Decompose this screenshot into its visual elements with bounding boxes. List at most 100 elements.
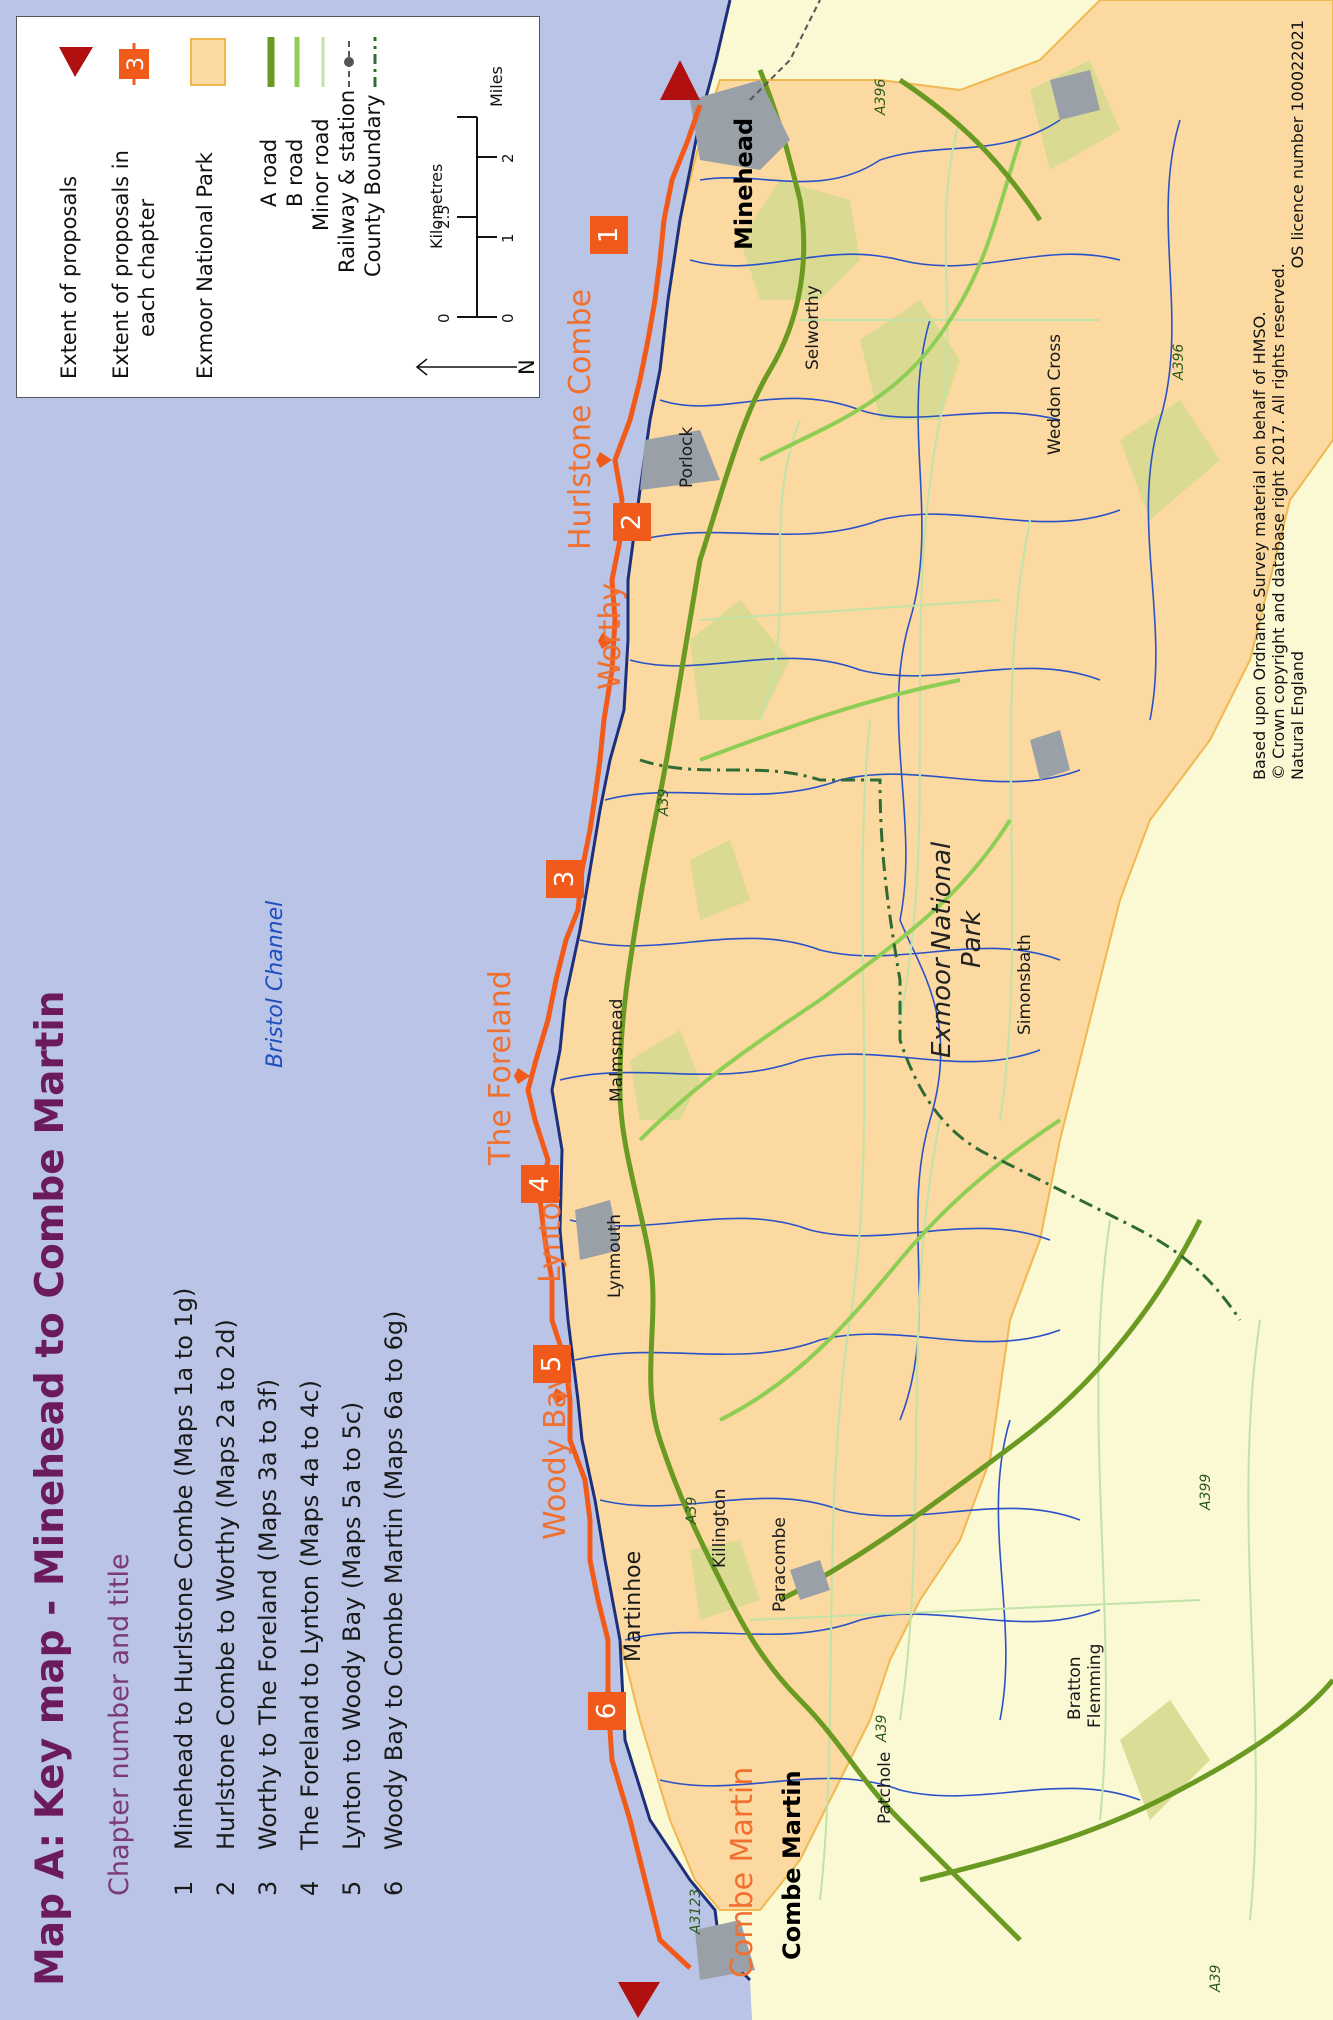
- chapter-title: Minehead to Hurlstone Combe (Maps 1a to …: [170, 1287, 198, 1850]
- place-lynmouth: Lynmouth: [605, 1214, 625, 1298]
- legend-railway-label: Railway & station: [335, 89, 359, 273]
- extent-marker-east: [660, 60, 700, 100]
- chapter-badge-1: 1: [590, 216, 628, 254]
- legend-park-swatch: [190, 38, 226, 86]
- chapter-item-1: 1 Minehead to Hurlstone Combe (Maps 1a to…: [170, 1288, 198, 1896]
- park-label-line2: Park: [957, 910, 987, 968]
- legend-chapter-extent-icon: [119, 43, 149, 85]
- place-martinhoe: Martinhoe: [621, 1551, 646, 1662]
- chapter-badge-4: 4: [521, 1165, 559, 1203]
- road-label-a39-east: A39: [656, 789, 672, 817]
- chapter-title: The Foreland to Lynton (Maps 4a to 4c): [296, 1380, 324, 1850]
- chapter-item-3: 3 Worthy to The Foreland (Maps 3a to 3f): [254, 1379, 282, 1896]
- credit-line-2: © Crown copyright and database right 201…: [1269, 263, 1288, 780]
- extent-marker-west: [618, 1982, 660, 2018]
- chapter-number: 1: [170, 1880, 198, 1896]
- road-label-a39-lynton: A39: [684, 1497, 700, 1525]
- chapter-heading: Chapter number and title: [104, 1553, 135, 1896]
- section-label-worthy: Worthy: [593, 583, 628, 690]
- chapter-number: 4: [296, 1880, 324, 1896]
- credit-licence: OS licence number 100022021: [1288, 20, 1307, 269]
- section-label-hurlstone: Hurlstone Combe: [563, 289, 598, 550]
- chapter-badge-5: 5: [533, 1345, 571, 1383]
- legend-miles-1: 1: [499, 233, 517, 243]
- credit-line-1: Based upon Ordnance Survey material on b…: [1250, 311, 1269, 780]
- place-minehead: Minehead: [730, 118, 758, 250]
- place-malmsmead: Malmsmead: [607, 999, 627, 1102]
- section-marker-foreland: [514, 1068, 530, 1084]
- chapter-title: Lynton to Woody Bay (Maps 5a to 5c): [338, 1401, 366, 1850]
- place-combe-martin: Combe Martin: [778, 1770, 806, 1960]
- chapter-title: Woody Bay to Combe Martin (Maps 6a to 6g…: [380, 1310, 408, 1850]
- b-roads: [638, 139, 1062, 1422]
- place-selworthy: Selworthy: [803, 285, 823, 370]
- legend-symbols: 3: [59, 37, 517, 376]
- legend-extent-badge-text: 3: [124, 57, 149, 71]
- county-boundary: [639, 758, 1242, 1321]
- map-title: Map A: Key map - Minehead to Combe Marti…: [28, 990, 73, 1986]
- legend-km-25: 2.5: [435, 205, 453, 229]
- place-killington: Killington: [710, 1489, 730, 1568]
- park-label-line1: Exmoor National: [927, 841, 957, 1058]
- section-label-combe-martin: Combe Martin: [725, 1767, 760, 1978]
- legend-extent-icon: [59, 47, 93, 77]
- section-label-woody-bay: Woody Bay: [538, 1372, 573, 1540]
- legend-north-arrow: [415, 358, 517, 376]
- chapter-number: 5: [338, 1880, 366, 1896]
- legend-b-road-label: B road: [283, 138, 307, 207]
- road-label-a39-south: A39: [1208, 1965, 1224, 1993]
- place-paracombe: Paracombe: [770, 1517, 790, 1612]
- legend-park-label: Exmoor National Park: [193, 152, 217, 379]
- chapter-item-2: 2 Hurlstone Combe to Worthy (Maps 2a to 2…: [212, 1319, 240, 1896]
- chapter-badge-6: 6: [588, 1692, 626, 1730]
- place-simonsbath: Simonsbath: [1015, 934, 1035, 1035]
- legend-scale-bar: [457, 116, 497, 318]
- place-patchole: Patchole: [875, 1752, 895, 1824]
- legend-north-label: N: [515, 359, 539, 375]
- road-label-a396-north: A396: [873, 79, 889, 116]
- road-label-a39-west: A39: [874, 1715, 890, 1743]
- legend: 3 Extent of proposals Extent of proposal…: [16, 16, 540, 398]
- chapter-badge-2: 2: [613, 503, 651, 541]
- section-marker-worthy: [598, 633, 614, 649]
- sea-label: Bristol Channel: [263, 901, 288, 1068]
- a-roads: [617, 69, 1333, 1942]
- railway-line: [749, 0, 821, 101]
- chapter-item-4: 4 The Foreland to Lynton (Maps 4a to 4c): [296, 1380, 324, 1896]
- chapter-number: 2: [212, 1880, 240, 1896]
- place-bratton-flemming: Flemming: [1085, 1644, 1105, 1728]
- legend-chapter-extent-label-2: each chapter: [135, 198, 159, 337]
- place-bratton: Bratton: [1065, 1656, 1085, 1720]
- coast-path-route: [525, 104, 703, 1970]
- credit-natural-england: Natural England: [1288, 650, 1307, 780]
- chapter-title: Worthy to The Foreland (Maps 3a to 3f): [254, 1378, 282, 1850]
- minor-roads: [699, 119, 1261, 1921]
- legend-chapter-extent-label-1: Extent of proposals in: [109, 150, 133, 379]
- chapter-item-6: 6 Woody Bay to Combe Martin (Maps 6a to 6…: [380, 1311, 408, 1896]
- chapter-number: 3: [254, 1880, 282, 1896]
- chapter-number: 6: [380, 1880, 408, 1896]
- place-weddon-cross: Weddon Cross: [1045, 334, 1065, 455]
- credit-line-3: Natural England OS licence number 1000220…: [1288, 20, 1307, 780]
- chapter-title: Hurlstone Combe to Worthy (Maps 2a to 2d…: [212, 1319, 240, 1850]
- section-label-foreland: The Foreland: [483, 970, 518, 1166]
- place-porlock: Porlock: [677, 426, 697, 488]
- legend-miles-2: 2: [499, 153, 517, 163]
- legend-miles-label: Miles: [487, 66, 506, 107]
- chapter-badge-3: 3: [546, 860, 584, 898]
- legend-minor-road-label: Minor road: [309, 118, 333, 231]
- road-label-a3123: A3123: [688, 1889, 704, 1935]
- legend-extent-label: Extent of proposals: [57, 175, 81, 379]
- legend-county-label: County Boundary: [361, 94, 385, 277]
- legend-a-road-label: A road: [257, 138, 281, 207]
- section-marker-hurlstone: [596, 452, 612, 468]
- legend-miles-0: 0: [499, 313, 517, 323]
- town-areas: [575, 70, 1100, 1980]
- copyright-credit: Based upon Ordnance Survey material on b…: [1250, 20, 1307, 780]
- section-marker-woody-bay: [552, 1388, 568, 1404]
- road-label-a396-south: A396: [1171, 344, 1187, 381]
- road-label-a399: A399: [1198, 1474, 1214, 1511]
